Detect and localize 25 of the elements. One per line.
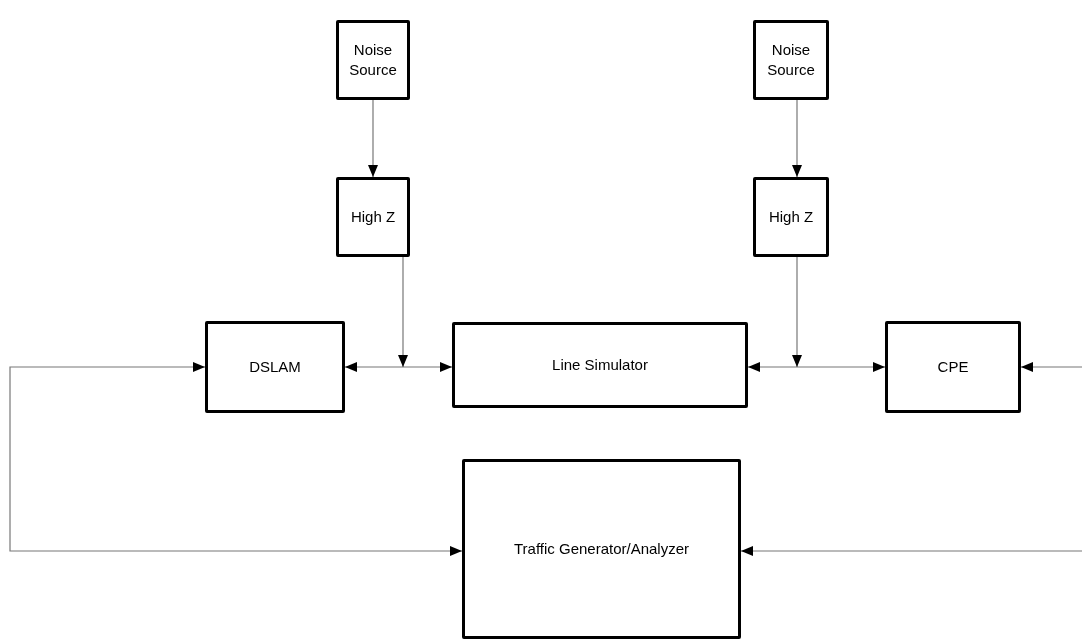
- block-box: [753, 177, 829, 257]
- arrow: [9, 362, 463, 556]
- block-box: [885, 321, 1021, 413]
- arrow: [792, 256, 802, 368]
- block-label: Noise Source: [348, 40, 398, 80]
- block-box: [753, 20, 829, 100]
- block-label: CPE: [937, 357, 969, 377]
- block-box: [336, 20, 410, 100]
- block-box: [452, 322, 748, 408]
- block-label: Noise Source: [766, 40, 816, 80]
- arrow: [747, 362, 886, 372]
- block-label: DSLAM: [249, 357, 301, 377]
- block-box: [462, 459, 741, 639]
- block-label: Line Simulator: [552, 355, 648, 375]
- arrow: [344, 362, 453, 372]
- arrow: [740, 546, 1082, 556]
- block-label: High Z: [768, 207, 814, 227]
- arrow: [1020, 362, 1082, 372]
- arrow: [792, 99, 802, 178]
- block-label: High Z: [350, 207, 396, 227]
- arrow: [398, 256, 408, 368]
- block-box: [336, 177, 410, 257]
- arrow: [368, 99, 378, 178]
- block-label: Traffic Generator/Analyzer: [513, 539, 690, 559]
- block-box: [205, 321, 345, 413]
